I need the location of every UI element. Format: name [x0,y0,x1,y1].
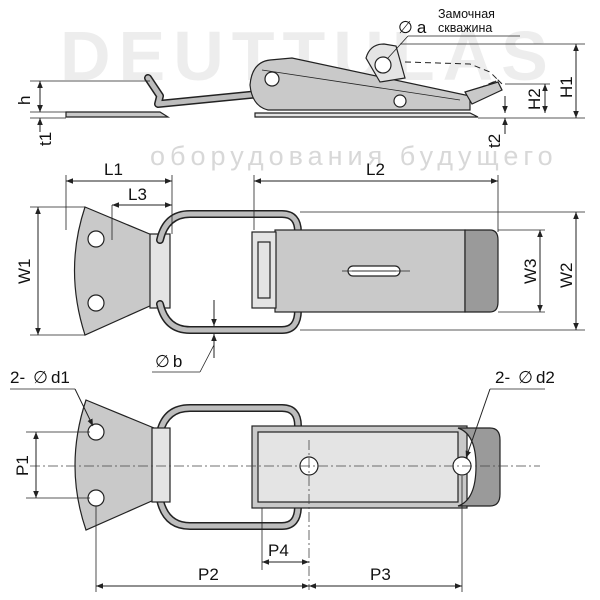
side-view-strike [464,81,503,105]
label-W3: W3 [521,259,540,285]
top-view-left-plate [73,206,153,336]
label-P4: P4 [268,541,289,560]
label-W1: W1 [15,259,34,285]
label-L2: L2 [366,160,385,179]
side-view-left-plate [65,111,171,118]
label-H1: H1 [557,76,576,98]
label-t1: t1 [36,132,55,146]
top-view: L1 L3 L2 W1 W2 W3 ∅b [15,160,585,373]
bottom-view-strike [457,427,501,507]
svg-text:2-∅d2: 2- ∅d2 [495,368,555,387]
svg-text:∅b: ∅b [155,352,182,371]
label-P1: P1 [13,455,32,476]
label-h: h [15,96,34,105]
side-view-right-base [254,112,479,118]
wire-diameter-symbol: ∅ [155,352,170,371]
top-view-strike [464,229,499,313]
watermark-text: оборудования будущего [150,141,558,171]
svg-text:2-∅d1: 2- ∅d1 [10,368,70,387]
label-L3: L3 [128,185,147,204]
bottom-view-left-plate [74,399,155,531]
label-L1: L1 [104,160,123,179]
label-W2: W2 [557,263,576,289]
label-d1: d1 [51,368,70,387]
label-P2: P2 [198,565,219,584]
label-H2: H2 [525,88,544,110]
bottom-view: 2-∅d1 2-∅d2 P1 P4 P2 P3 [10,368,555,592]
label-P3: P3 [370,565,391,584]
label-b: b [173,352,182,371]
d2-diameter-symbol: ∅ [518,368,533,387]
d1-prefix: 2- [10,368,25,387]
keyhole-label-line2: скважина [438,21,492,35]
d2-prefix: 2- [495,368,510,387]
keyhole-hole [374,56,392,74]
label-a: a [417,18,427,37]
keyhole-diameter-symbol: ∅ [398,18,413,37]
d1-diameter-symbol: ∅ [33,368,48,387]
svg-text:∅a: ∅a [398,18,427,37]
side-view: h t1 H1 H2 t2 ∅a Замочная скважина [15,7,585,148]
label-d2: d2 [536,368,555,387]
label-t2: t2 [485,134,504,148]
keyhole-label-line1: Замочная [438,7,495,21]
